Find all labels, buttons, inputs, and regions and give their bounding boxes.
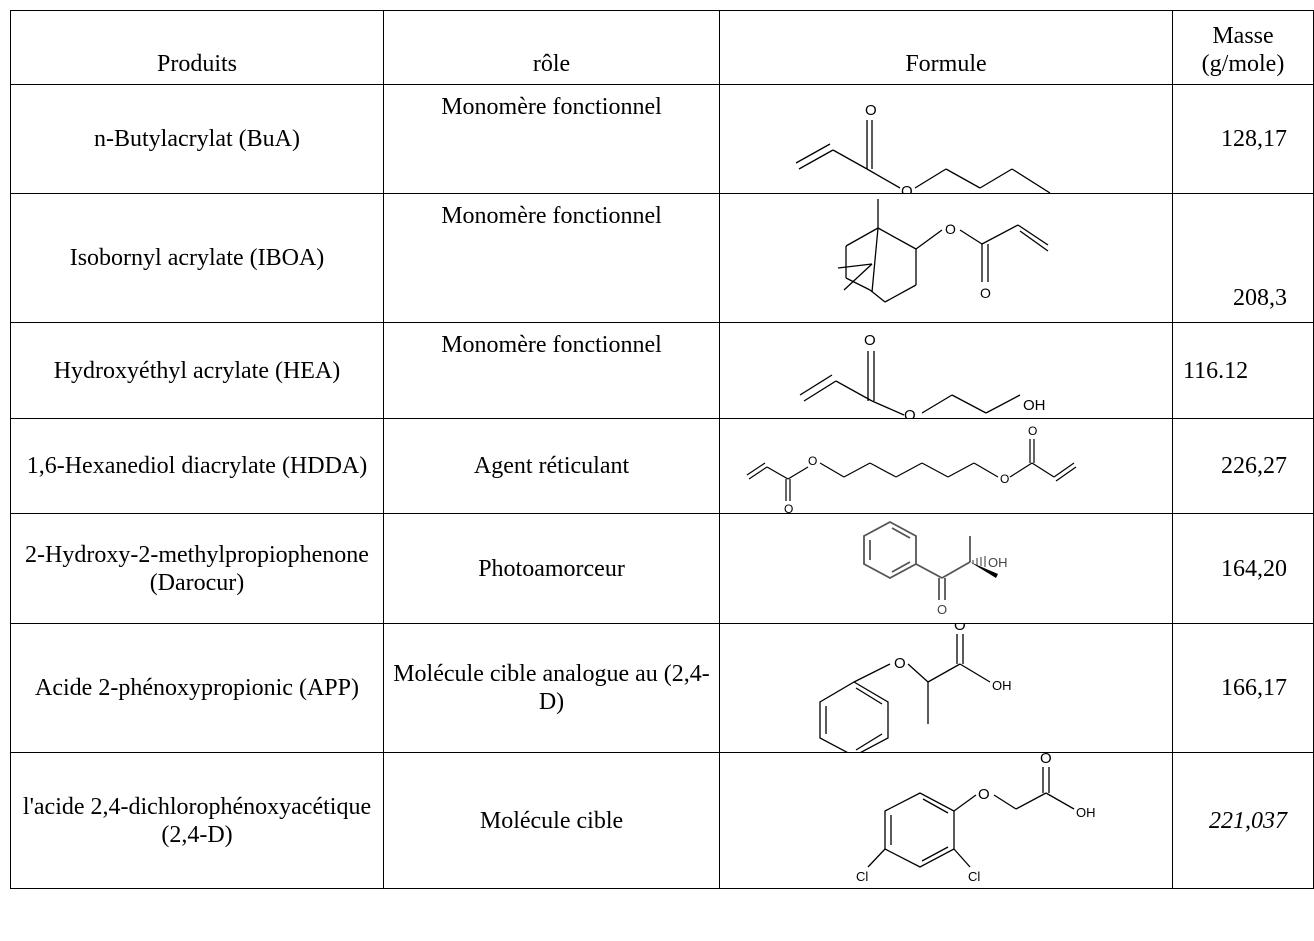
atom-label: O	[945, 221, 956, 237]
product-mass: 128,17	[1172, 84, 1314, 194]
product-role: Molécule cible	[383, 752, 720, 889]
product-name: Hydroxyéthyl acrylate (HEA)	[10, 322, 384, 419]
atom-label: O	[954, 624, 966, 634]
product-role: Monomère fonctionnel	[383, 84, 720, 194]
atom-label: Cl	[968, 869, 980, 884]
atom-label: O	[1028, 424, 1037, 438]
table-row: 1,6-Hexanediol diacrylate (HDDA) Agent r…	[10, 418, 1314, 514]
product-name: n-Butylacrylat (BuA)	[10, 84, 384, 194]
atom-label: O	[904, 407, 916, 418]
product-mass: 166,17	[1172, 623, 1314, 753]
structural-formula: O O	[719, 193, 1173, 323]
header-row: Produits rôle Formule Masse (g/mole)	[10, 10, 1314, 85]
product-role: Monomère fonctionnel	[383, 322, 720, 419]
24d-structure: O O OH Cl Cl	[856, 753, 1096, 885]
atom-label: O	[978, 786, 990, 803]
product-role: Agent réticulant	[383, 418, 720, 514]
product-role: Photoamorceur	[383, 513, 720, 624]
atom-label: OH	[988, 555, 1008, 570]
product-name: Isobornyl acrylate (IBOA)	[10, 193, 384, 323]
atom-label: O	[784, 502, 793, 513]
iboa-structure: O O	[837, 199, 1049, 303]
atom-label: O	[980, 285, 991, 301]
atom-label: O	[864, 332, 876, 349]
hdda-structure: O O O O	[746, 424, 1077, 513]
product-role: Molécule cible analogue au (2,4-D)	[383, 623, 720, 753]
product-mass: 208,3	[1172, 193, 1314, 323]
table-row: Acide 2-phénoxypropionic (APP) Molécule …	[10, 623, 1314, 753]
atom-label: O	[1000, 472, 1009, 486]
product-role: Monomère fonctionnel	[383, 193, 720, 323]
structural-formula: O O O O	[719, 418, 1173, 514]
atom-label: OH	[1023, 397, 1046, 414]
product-name: l'acide 2,4-dichlorophénoxyacétique (2,4…	[10, 752, 384, 889]
app-structure: O O OH	[819, 624, 1012, 752]
product-name: Acide 2-phénoxypropionic (APP)	[10, 623, 384, 753]
atom-label: OH	[992, 678, 1012, 693]
products-table: Produits rôle Formule Masse (g/mole) n-B…	[10, 10, 1314, 889]
bua-structure: O O	[795, 102, 1051, 193]
atom-label: O	[937, 602, 947, 617]
table-row: 2-Hydroxy-2-methylpropiophenone (Darocur…	[10, 513, 1314, 624]
table-row: l'acide 2,4-dichlorophénoxyacétique (2,4…	[10, 752, 1314, 889]
structural-formula: O O OH	[719, 322, 1173, 419]
atom-label: O	[865, 102, 877, 119]
table-row: Isobornyl acrylate (IBOA) Monomère fonct…	[10, 193, 1314, 323]
atom-label: O	[894, 655, 906, 672]
structural-formula: O O	[719, 84, 1173, 194]
atom-label: Cl	[856, 869, 868, 884]
product-mass: 164,20	[1172, 513, 1314, 624]
table-row: n-Butylacrylat (BuA) Monomère fonctionne…	[10, 84, 1314, 194]
product-name: 2-Hydroxy-2-methylpropiophenone (Darocur…	[10, 513, 384, 624]
product-mass: 226,27	[1172, 418, 1314, 514]
atom-label: OH	[1076, 805, 1096, 820]
product-mass: 221,037	[1172, 752, 1314, 889]
header-mass: Masse (g/mole)	[1172, 10, 1314, 85]
structural-formula: O O OH	[719, 623, 1173, 753]
atom-label: O	[901, 183, 913, 193]
hea-structure: O O OH	[799, 332, 1046, 418]
product-mass: 116.12	[1172, 322, 1314, 419]
header-formula: Formule	[719, 10, 1173, 85]
product-name: 1,6-Hexanediol diacrylate (HDDA)	[10, 418, 384, 514]
structural-formula: OH O	[719, 513, 1173, 624]
header-products: Produits	[10, 10, 384, 85]
atom-label: O	[1040, 753, 1052, 767]
darocur-structure: OH O	[863, 520, 1008, 617]
structural-formula: O O OH Cl Cl	[719, 752, 1173, 889]
table-row: Hydroxyéthyl acrylate (HEA) Monomère fon…	[10, 322, 1314, 419]
atom-label: O	[808, 454, 817, 468]
header-role: rôle	[383, 10, 720, 85]
